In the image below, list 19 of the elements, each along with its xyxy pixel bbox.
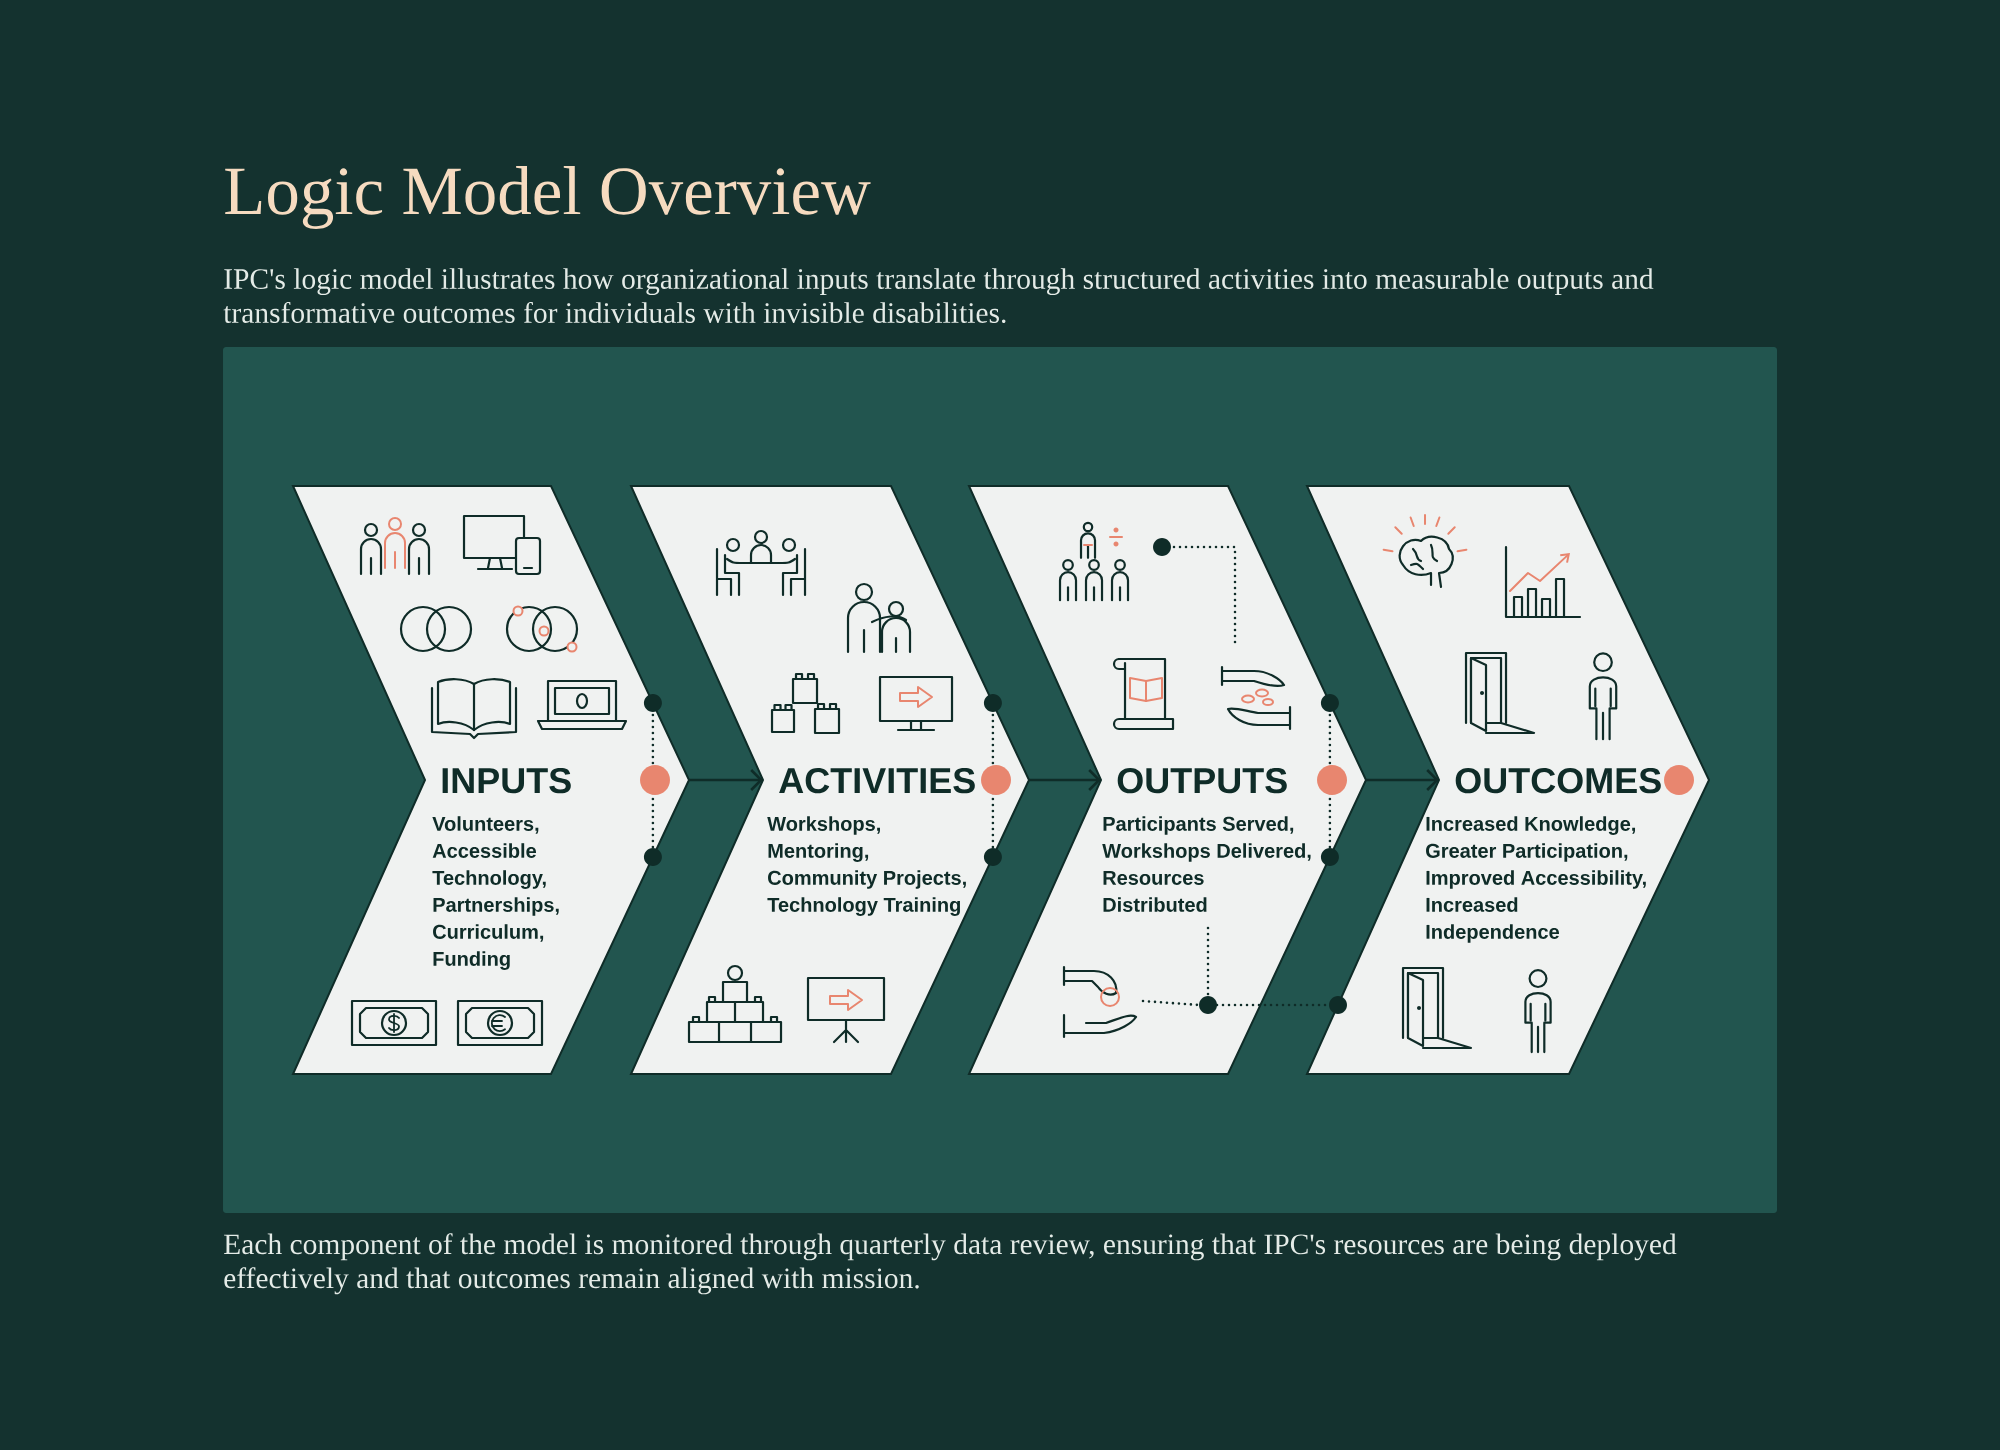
- dotted-line: [1206, 926, 1210, 998]
- step-text: Participants Served, Workshops Delivered, Resources Distributed: [1102, 816, 1311, 912]
- step-heading: INPUTS: [442, 767, 571, 794]
- title: Logic Model Overview: [225, 166, 871, 229]
- dotted-line: [1215, 996, 1347, 1014]
- step-text: Increased Knowledge, Greater Participation, Improved Accessibility, Increased Independence: [1426, 816, 1646, 943]
- caption-text: Each component of the model is monitored through quarterly data review, ensuring that IPC's resources are being deployed effectively and that outcomes remain aligned with mission.: [224, 1233, 1677, 1295]
- hands-icon: [1062, 965, 1138, 1039]
- step-heading: ACTIVITIES: [779, 767, 975, 794]
- junction-dot: [1199, 996, 1217, 1014]
- step-text: Volunteers, Accessible Technology, Partnerships, Curriculum, Funding: [432, 816, 559, 970]
- step-heading: OUTCOMES: [1455, 767, 1661, 794]
- intro-text: IPC's logic model illustrates how organizational inputs translate through structured activities into measurable outputs and transformative outcomes for individuals with invisible disabilities.: [223, 268, 1654, 324]
- arrow: [689, 769, 763, 791]
- step-heading: OUTPUTS: [1117, 767, 1287, 794]
- arrow: [1029, 769, 1101, 791]
- arrow: [1366, 769, 1439, 791]
- step-text: Workshops, Mentoring, Community Projects, Technology Training: [767, 816, 966, 916]
- dotted-line: [1141, 999, 1201, 1007]
